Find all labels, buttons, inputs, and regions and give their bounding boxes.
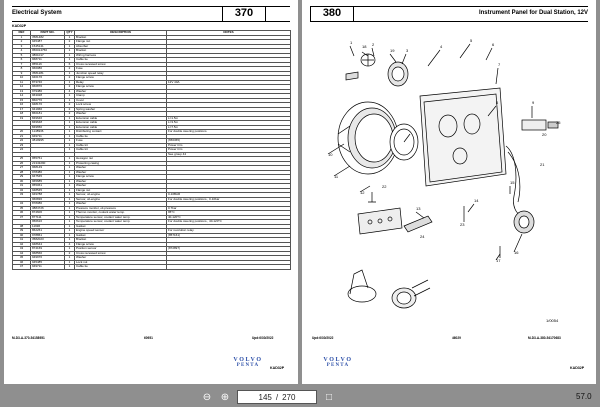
pdf-toolbar: ⊖ ⊕ 145 / 270 □ 57.0 (0, 387, 600, 407)
page-title: Instrument Panel for Dual Station, 12V (478, 10, 588, 16)
ref-callout: 18 (362, 44, 367, 49)
ref-callout: 3 (406, 48, 409, 53)
page-title: Electrical System (12, 10, 62, 16)
footer-updated: Upd:6/30/2022 (252, 336, 274, 340)
ref-callout: 22 (382, 184, 387, 189)
ref-callout: 11 (334, 174, 339, 179)
footer-model-code: KAD32P (270, 366, 285, 370)
fit-page-icon[interactable]: □ (325, 391, 333, 403)
diagram-linework (327, 43, 559, 309)
ref-callout: 12 (360, 190, 365, 195)
ref-callout: 13 (416, 206, 421, 211)
page-separator: / (275, 392, 279, 402)
ref-callout: 17 (496, 258, 501, 263)
ref-callout: 14 (474, 198, 479, 203)
ref-callout: 23 (460, 222, 465, 227)
page-navigator[interactable]: 145 / 270 (237, 390, 317, 404)
ref-cell: 47 (12, 264, 31, 270)
footer-doc-id: M-D3-A-380-54170683 (528, 336, 561, 340)
description-cell: Cable tie (74, 264, 167, 270)
footer-model-code: KAD32P (570, 366, 585, 370)
part-no-cell: 949711 (30, 264, 65, 270)
ref-callout: 8 (496, 100, 499, 105)
footer-doc-id: M-D3-A-370-54158951 (12, 336, 45, 340)
volvo-penta-logo: VOLVO PENTA (233, 357, 263, 368)
footer-serial: 46029 (452, 336, 461, 340)
ref-callout: 4 (440, 44, 443, 49)
ref-callout: 5 (470, 38, 473, 43)
model-code: KAD32P (12, 24, 27, 28)
current-page[interactable]: 145 (258, 392, 272, 402)
total-pages: 270 (282, 392, 296, 402)
zoom-out-icon[interactable]: ⊖ (202, 391, 212, 403)
footer-serial: 60951 (144, 336, 153, 340)
ref-callout: 16 (514, 250, 519, 255)
ref-callout: 24 (420, 234, 425, 239)
page-number: 370 (222, 6, 266, 21)
ref-callout: 9 (532, 100, 535, 105)
footer-updated: Upd:6/30/2022 (312, 336, 334, 340)
volvo-penta-logo: VOLVO PENTA (323, 357, 353, 368)
ref-callout: 2 (372, 42, 375, 47)
ref-callout: 1 (350, 40, 353, 45)
zoom-in-icon[interactable]: ⊕ (220, 391, 230, 403)
zoom-level: 57.0 (576, 392, 592, 401)
ref-callout: 20 (542, 132, 547, 137)
ref-callout: 7 (498, 62, 501, 67)
ref-callout: 6 (492, 42, 495, 47)
ref-callout: 10 (328, 152, 333, 157)
diagram-id: 1/0054 (546, 318, 559, 323)
ref-callout: 19 (390, 48, 395, 53)
qty-cell: 1 (64, 264, 75, 270)
ref-callout: 21 (540, 162, 545, 167)
notes-cell (166, 264, 291, 270)
page-header: 380 Instrument Panel for Dual Station, 1… (310, 6, 588, 22)
ref-callout: 15 (510, 180, 515, 185)
page-number: 380 (310, 6, 354, 21)
page-header: Electrical System 370 (12, 6, 290, 22)
ref-callout: 25 (556, 120, 561, 125)
page-380: 380 Instrument Panel for Dual Station, 1… (302, 0, 596, 384)
